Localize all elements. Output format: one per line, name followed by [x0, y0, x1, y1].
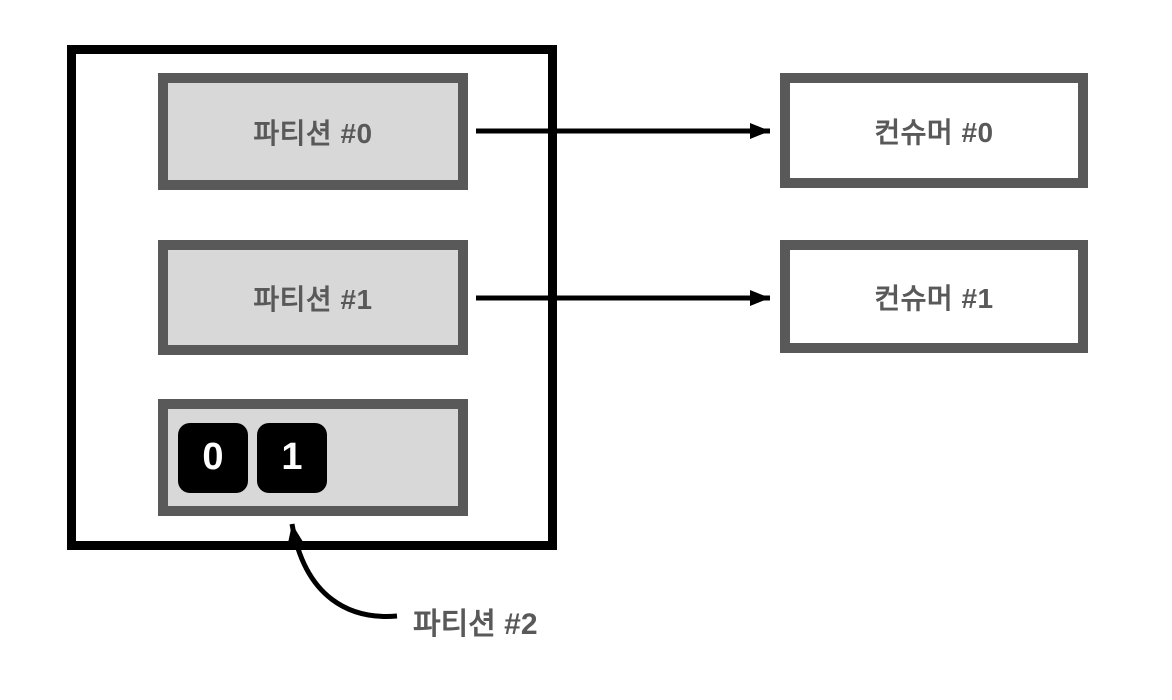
- partition-0-box: 파티션 #0: [158, 73, 468, 190]
- consumer-1-label: 컨슈머 #1: [874, 282, 994, 314]
- consumer-0-box: 컨슈머 #0: [780, 73, 1088, 188]
- consumer-1-box: 컨슈머 #1: [780, 240, 1088, 353]
- record-0-chip: 0: [178, 422, 248, 493]
- partition-0-label: 파티션 #0: [253, 117, 373, 149]
- partition-1-label: 파티션 #1: [253, 283, 373, 315]
- record-1-chip: 1: [257, 422, 327, 493]
- partition-2-annotation-label: 파티션 #2: [413, 608, 538, 641]
- consumer-0-label: 컨슈머 #0: [874, 116, 994, 148]
- partition-1-box: 파티션 #1: [158, 240, 468, 355]
- partition-2-box: 0 1: [158, 399, 468, 516]
